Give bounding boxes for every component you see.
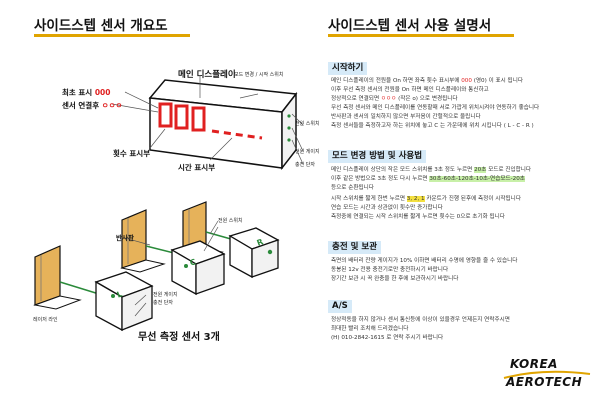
mode-line-1: 메인 디스플레이 상단의 작은 모드 스위치를 3초 정도 누르면 20초 모드… <box>331 167 532 173</box>
charge-port-label: 충전 단자 <box>295 162 315 168</box>
sensor-power-gauge-label: 전원 게이지 <box>153 292 178 298</box>
mode-line-2: 이후 같은 방법으로 3초 정도 다시 누르면 30초-60초-120초-10초… <box>331 176 525 182</box>
digit-1 <box>158 102 173 128</box>
overview-diagram <box>33 76 304 332</box>
section-heading-start: 시작하기 <box>328 62 368 75</box>
mode-line-4: 시작 스위치를 짧게 한번 누르면 3, 2, 1 카운트가 진행 된후에 측정… <box>331 196 521 202</box>
mode-line-3: 등으로 순환됩니다 <box>331 185 374 191</box>
mode-start-label: 모드 변경 / 시작 스위치 <box>234 72 284 78</box>
reflector-label: 반사판 <box>116 234 134 242</box>
left-title-underline <box>34 34 190 37</box>
sensor-l <box>94 271 154 332</box>
section-heading-mode: 모드 변경 방법 및 사용법 <box>328 150 427 163</box>
section-heading-charge: 충전 및 보관 <box>328 241 382 254</box>
start-line-6: 측정 센서들을 측정하고자 하는 위치에 놓고 C 는 가운데에 위치 시킵니다… <box>331 123 534 129</box>
digit-3 <box>191 106 206 132</box>
digit-2 <box>174 104 189 130</box>
right-title: 사이드스텝 센서 사용 설명서 <box>328 18 492 34</box>
as-line-1: 정상적동을 하지 않거나 센서 통신등에 이상이 있을경우 언제든지 연락주시면 <box>331 317 510 323</box>
as-line-2: 최대한 빨리 조치해 드리겠습니다 <box>331 326 409 332</box>
start-line-1: 메인 디스플레이의 전원을 On 하면 좌측 횟수 표시부에 000 (영0) … <box>331 78 523 84</box>
company-logo: KOREA AEROTECH <box>502 356 592 394</box>
sensor-charge-port-label: 충전 단자 <box>153 300 173 306</box>
connected-display-label: 센서 연결후 ㅇㅇㅇ <box>62 101 123 110</box>
mode-line-5: 연습 모드는 시간과 상관없이 횟수만 증가합니다 <box>331 205 443 211</box>
sensor-power-switch-label: 전원 스위치 <box>218 218 243 224</box>
logo-swoosh <box>503 370 591 379</box>
charge-line-2: 동봉된 12v 전용 충전기로만 충전하시기 바랍니다 <box>331 267 449 273</box>
logo-line-2: AEROTECH <box>506 375 583 389</box>
charge-line-1: 측면의 배터리 잔량 게이지가 10% 이하면 배터리 수명에 영향을 줄 수 … <box>331 258 518 264</box>
start-line-5: 반사판과 센서의 일치하지 않으면 부저음이 간헐적으로 울립니다 <box>331 114 481 120</box>
sensor-count-label: 무선 측정 센서 3개 <box>138 332 220 343</box>
start-line-3: 정상적으로 연결되면 ㅇㅇㅇ (작은 o) 으로 변경됩니다 <box>331 96 458 102</box>
logo-line-1: KOREA <box>510 357 558 371</box>
section-heading-as: A/S <box>328 300 352 313</box>
charge-line-3: 장기간 보관 시 꼭 완충을 한 후에 보관하시기 바랍니다 <box>331 276 459 282</box>
display-label: 메인 디스플레이 <box>178 70 236 80</box>
power-gauge-label: 전원 게이지 <box>295 149 320 155</box>
reflector-middle <box>120 209 166 273</box>
right-title-underline <box>328 34 514 37</box>
first-display-label: 최초 표시 000 <box>62 88 111 97</box>
time-label: 시간 표시부 <box>178 163 216 172</box>
time-dashes <box>211 129 263 140</box>
laser-line-label: 레이저 라인 <box>33 317 58 323</box>
reflector-left <box>33 245 82 310</box>
left-title: 사이드스텝 센서 개요도 <box>34 18 168 34</box>
as-line-3: (H) 010-2842-1615 로 연락 주시기 바랍니다 <box>331 335 444 341</box>
display-side-face <box>281 91 297 171</box>
sensor-r <box>228 227 280 279</box>
start-line-4: 무선 측정 센서와 메인 디스플레이를 연동할때 서로 가깝게 위치시켜야 연동… <box>331 105 540 111</box>
sensor-c <box>170 240 226 296</box>
reps-label: 횟수 표시부 <box>113 149 151 158</box>
power-switch-label: 전원 스위치 <box>295 121 320 127</box>
start-line-2: 이후 무선 측정 센서의 전원을 On 하면 메인 디스플레이와 통신하고 <box>331 87 489 93</box>
mode-line-6: 측정중에 연결되는 시작 스위치를 짧게 누르면 횟수는 0으로 초기화 됩니다 <box>331 214 505 220</box>
